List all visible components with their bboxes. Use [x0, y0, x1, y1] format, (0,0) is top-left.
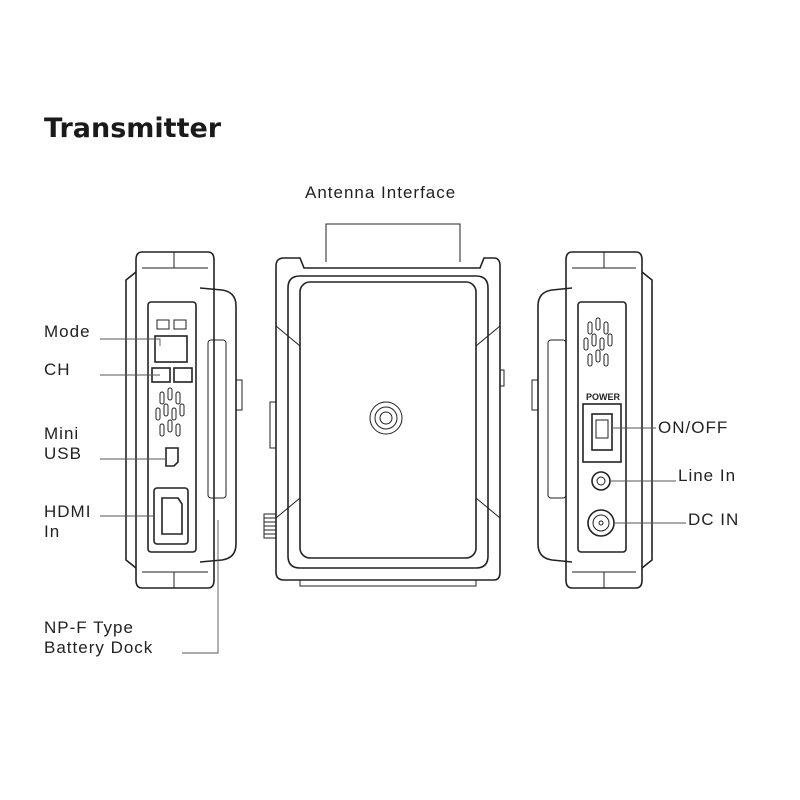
hdmi-in-label-line2: In	[44, 522, 61, 541]
battery-dock-label-line1: NP-F Type	[44, 618, 134, 637]
right-side-view: POWER	[531, 251, 653, 589]
left-vent-icon	[155, 387, 185, 437]
right-vent-icon	[583, 317, 613, 367]
dc-in-label: DC IN	[688, 510, 740, 529]
leader-lines	[100, 338, 686, 654]
mini-usb-port	[165, 447, 179, 467]
on-off-label: ON/OFF	[658, 418, 729, 437]
tripod-mount-icon	[369, 401, 403, 435]
mini-usb-label-line1: Mini	[44, 424, 80, 443]
left-side-view	[125, 251, 243, 589]
antenna-interface-label: Antenna Interface	[305, 183, 457, 202]
power-text: POWER	[586, 392, 621, 402]
power-switch[interactable]	[582, 403, 622, 463]
battery-dock-label-line2: Battery Dock	[44, 638, 154, 657]
mini-usb-label-line2: USB	[44, 444, 82, 463]
center-front-view	[263, 223, 505, 587]
hdmi-in-label-line1: HDMI	[44, 502, 92, 521]
dc-in-jack	[587, 509, 615, 537]
hdmi-port	[153, 487, 189, 545]
mode-display	[154, 319, 188, 363]
page-title: Transmitter	[44, 113, 222, 144]
ch-button-2[interactable]	[173, 367, 193, 383]
mode-label: Mode	[44, 322, 91, 341]
ch-label: CH	[44, 360, 71, 379]
line-in-jack	[591, 471, 611, 491]
line-in-label: Line In	[678, 466, 737, 485]
